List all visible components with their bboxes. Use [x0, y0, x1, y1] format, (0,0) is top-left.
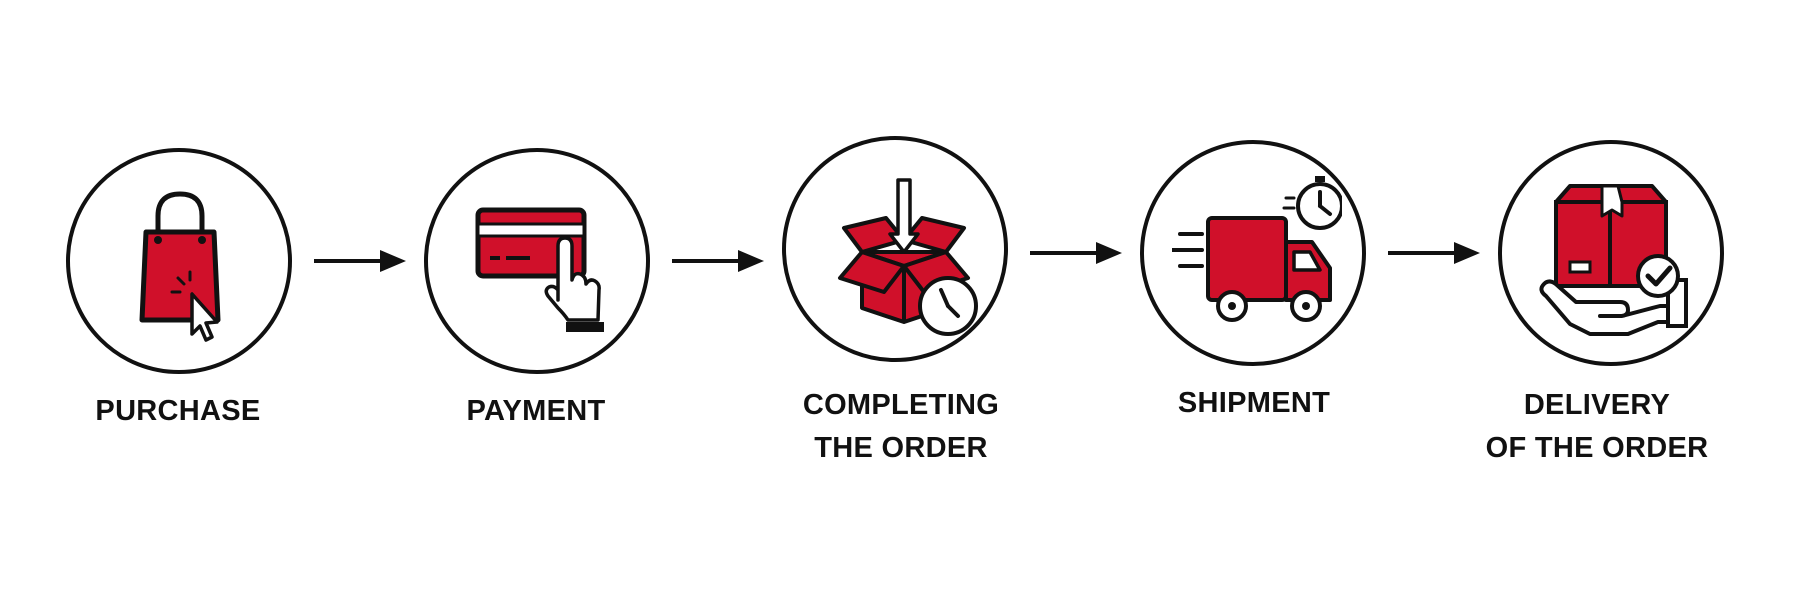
right-arrow-icon: [672, 250, 764, 272]
step-label-line: SHIPMENT: [1177, 387, 1331, 419]
right-arrow-icon: [314, 250, 406, 272]
step-purchase-circle: [66, 148, 292, 374]
step-delivery-label: DELIVERY OF THE ORDER: [1467, 384, 1727, 470]
step-label-line: DELIVERY: [1523, 389, 1671, 421]
delivery-truck-timer-icon: [1172, 176, 1342, 322]
step-label-line: PURCHASE: [95, 395, 261, 427]
step-completing-label: COMPLETING THE ORDER: [771, 384, 1031, 470]
open-box-clock-icon: [838, 178, 978, 336]
credit-card-hand-icon: [475, 207, 604, 332]
step-delivery-circle: [1498, 140, 1724, 366]
step-purchase-label: PURCHASE: [48, 390, 308, 433]
step-shipment-label: SHIPMENT: [1124, 382, 1384, 425]
step-label-line: PAYMENT: [466, 395, 606, 427]
right-arrow-icon: [1030, 242, 1122, 264]
step-payment-label: PAYMENT: [406, 390, 666, 433]
step-shipment-circle: [1140, 140, 1366, 366]
right-arrow-icon: [1388, 242, 1480, 264]
step-label-line: OF THE ORDER: [1485, 432, 1709, 464]
step-completing-circle: [782, 136, 1008, 362]
package-hand-check-icon: [1539, 184, 1688, 336]
shopping-bag-cursor-icon: [139, 191, 221, 342]
step-payment-circle: [424, 148, 650, 374]
step-label-line: THE ORDER: [814, 432, 988, 464]
step-label-line: COMPLETING: [802, 389, 1000, 421]
